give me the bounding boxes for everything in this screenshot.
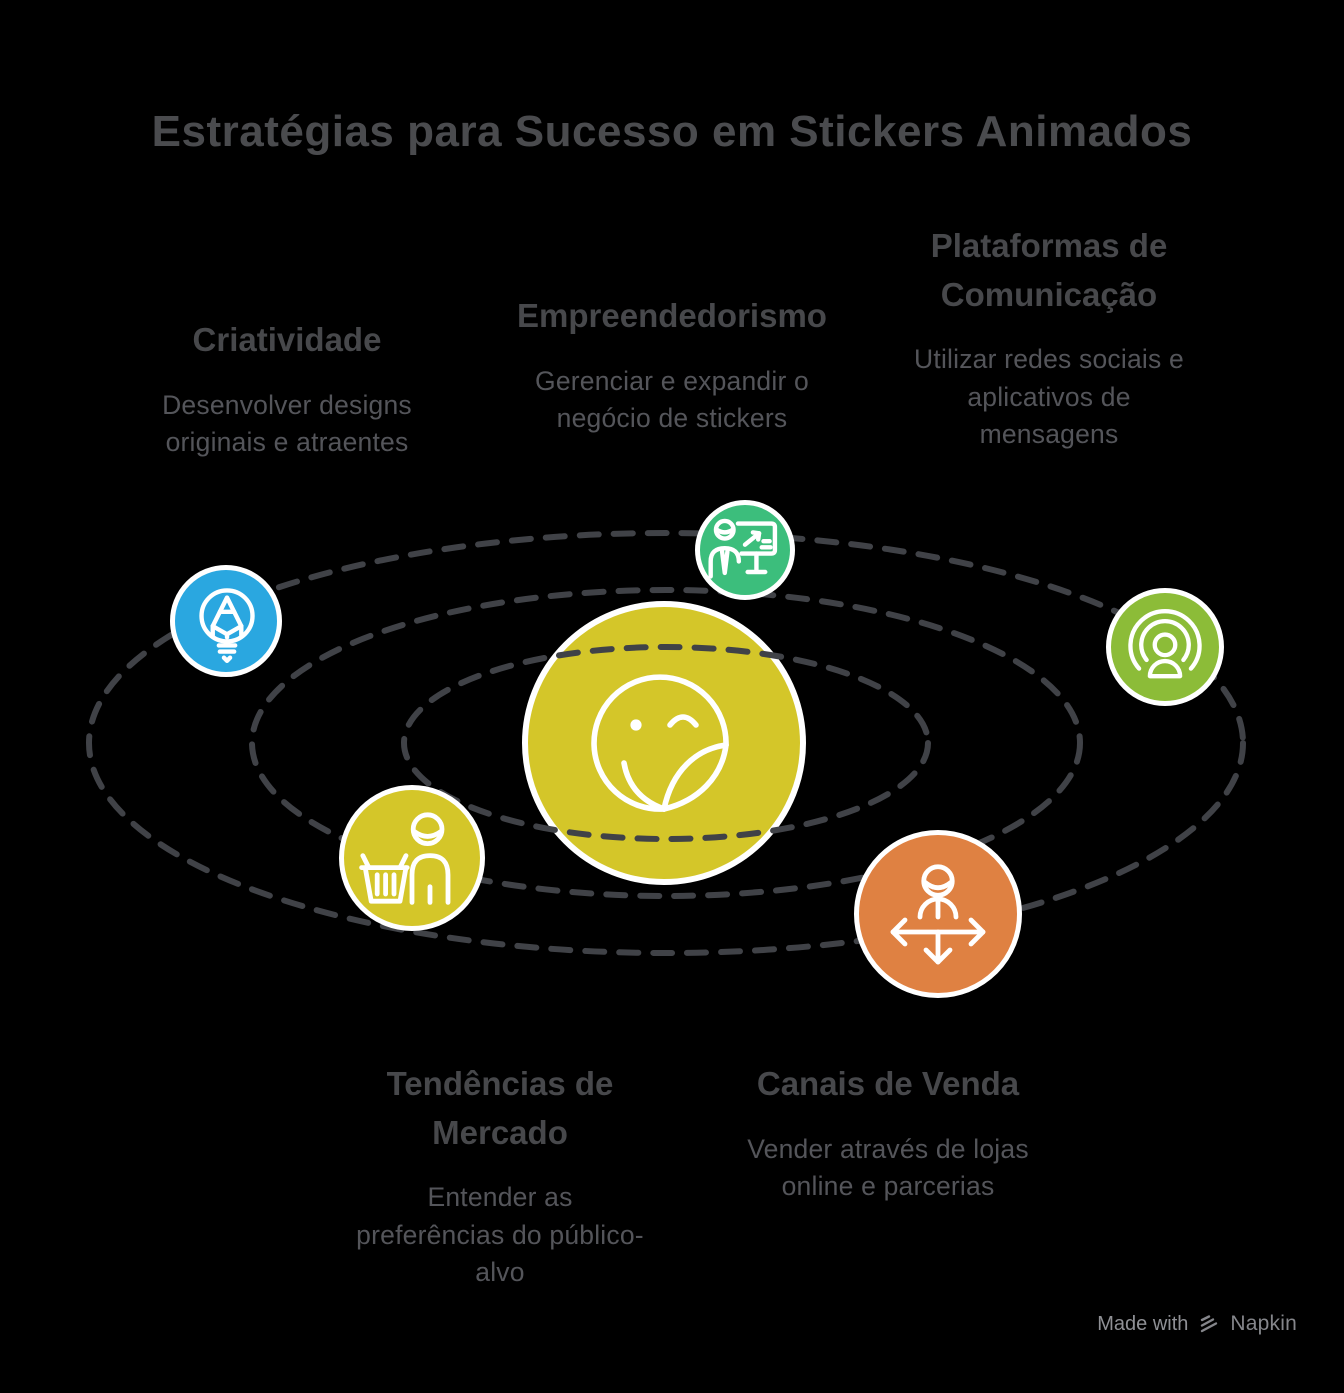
satellite-canais <box>854 830 1022 998</box>
satellite-empreendedorismo <box>695 500 795 600</box>
center-node <box>522 601 806 885</box>
napkin-brand-text: Napkin <box>1230 1312 1297 1335</box>
broadcast-person-icon <box>1128 609 1202 679</box>
page-title: Estratégias para Sucesso em Stickers Ani… <box>151 107 1193 156</box>
topic-label-canais: Canais de Venda Vender através de lojas … <box>697 1060 1079 1206</box>
lightbulb-pencil-icon <box>199 588 255 663</box>
topic-heading: Empreendedorismo <box>517 297 827 334</box>
satellite-criatividade <box>170 565 282 677</box>
topic-description: Gerenciar e expandir o negócio de sticke… <box>535 365 809 434</box>
made-with-text: Made with <box>1097 1312 1189 1335</box>
topic-heading: Criatividade <box>192 321 382 358</box>
made-with-napkin: Made with Napkin <box>1097 1312 1297 1336</box>
napkin-logo-icon <box>1201 1315 1218 1333</box>
satellite-plataformas <box>1106 588 1224 706</box>
person-directions-icon <box>890 864 986 965</box>
satellite-tendencias <box>339 785 485 931</box>
topic-label-tendencias: Tendências de Mercado Entender as prefer… <box>330 1060 670 1292</box>
winking-sticker-icon <box>591 674 729 812</box>
topic-description: Vender através de lojas online e parceri… <box>747 1133 1029 1202</box>
topic-label-criatividade: Criatividade Desenvolver designs origina… <box>107 316 467 462</box>
topic-description: Entender as preferências do público- alv… <box>356 1182 644 1288</box>
shopper-basket-icon <box>359 812 451 905</box>
topic-description: Utilizar redes sociais e aplicativos de … <box>914 344 1184 450</box>
topic-label-empreendedorismo: Empreendedorismo Gerenciar e expandir o … <box>472 292 872 438</box>
topic-label-plataformas: Plataformas de Comunicação Utilizar rede… <box>878 222 1220 454</box>
presenter-chart-icon <box>708 518 778 579</box>
topic-description: Desenvolver designs originais e atraente… <box>162 389 412 458</box>
topic-heading: Plataformas de Comunicação <box>930 227 1168 313</box>
topic-heading: Canais de Venda <box>756 1065 1020 1102</box>
topic-heading: Tendências de Mercado <box>386 1065 614 1151</box>
